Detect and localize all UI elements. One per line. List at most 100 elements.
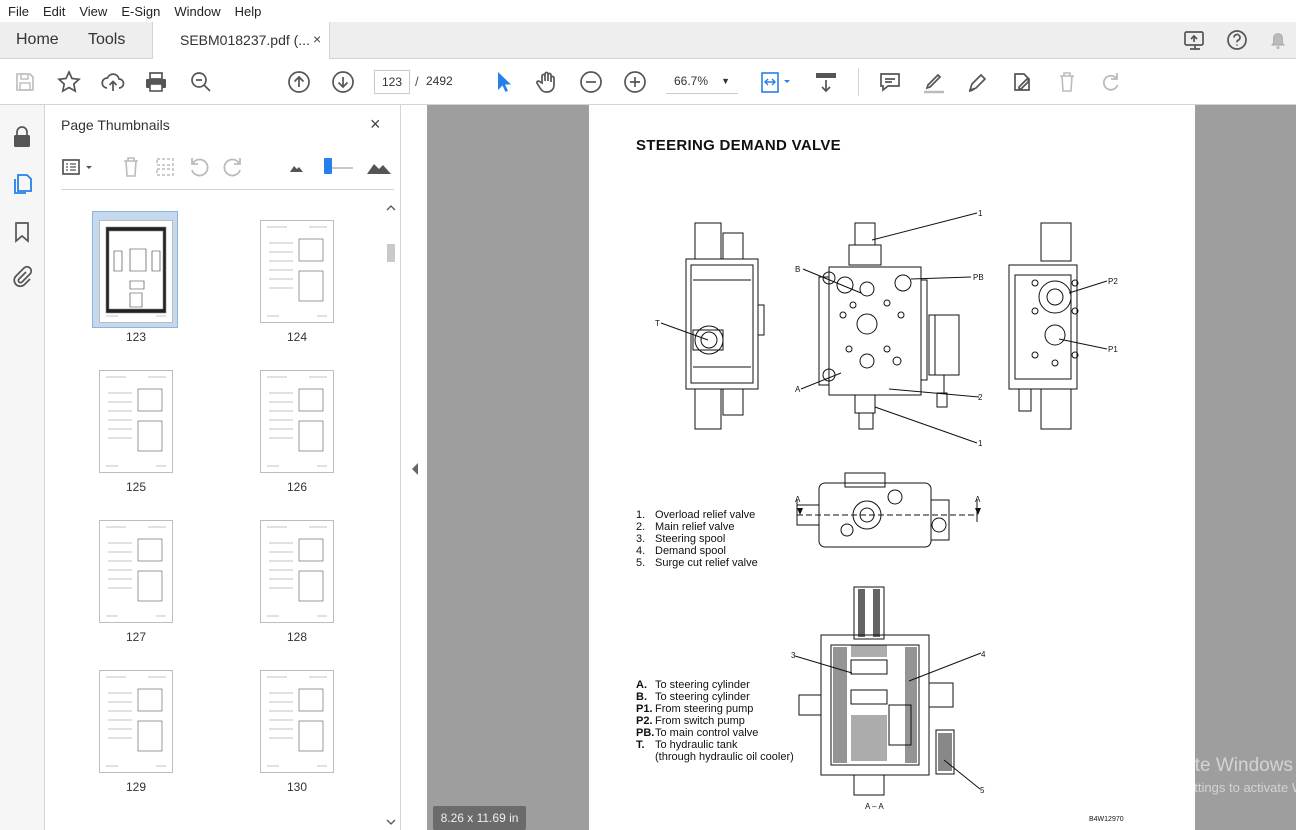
callout-pb: PB [973,273,984,282]
menu-window[interactable]: Window [174,3,221,19]
save-icon[interactable] [12,69,38,95]
zoom-out-icon[interactable] [578,69,604,95]
callout-2: 2 [978,393,983,402]
bookmark-icon[interactable] [10,220,34,244]
component-label: Surge cut relief valve [655,557,758,569]
page-thumbnail[interactable] [99,520,173,623]
help-icon[interactable] [1224,28,1250,52]
lock-icon[interactable] [10,125,34,149]
thumbnail-size-slider-thumb[interactable] [324,158,332,174]
large-thumbnails-mountain-icon[interactable] [365,155,393,179]
port-legend-row: B.To steering cylinder [636,691,794,703]
previous-page-icon[interactable] [286,69,312,95]
print-icon[interactable] [143,69,169,95]
upload-cloud-icon[interactable] [100,69,126,95]
component-legend-row: 5.Surge cut relief valve [636,557,758,569]
page-thumbnail[interactable] [260,670,334,773]
port-legend-row: PB.To main control valve [636,727,794,739]
menu-edit[interactable]: Edit [42,3,66,19]
page-separator: / [415,74,419,89]
page-thumbnail[interactable] [260,220,334,323]
tab-close-button[interactable]: × [313,31,322,47]
menu-file[interactable]: File [8,3,29,19]
scrolling-mode-icon[interactable] [813,69,839,95]
panel-close-icon[interactable]: × [370,114,381,134]
thumbnail-page-number: 128 [286,630,308,644]
section-marker-right: A [975,495,981,504]
menu-help[interactable]: Help [234,3,262,19]
zoom-search-icon[interactable] [188,69,214,95]
port-label: To main control valve [655,727,759,739]
tab-document-name: SEBM018237.pdf (... [180,32,310,48]
notifications-bell-icon[interactable] [1265,28,1291,52]
document-viewport[interactable]: STEERING DEMAND VALVE [427,105,1296,830]
component-number: 4. [636,545,646,557]
port-key: P1. [636,703,653,715]
rotate-clockwise-icon[interactable] [221,155,245,179]
port-label: From steering pump [655,703,754,715]
port-key: A. [636,679,647,691]
callout-4: 4 [981,650,986,659]
port-legend-row: P2.From switch pump [636,715,794,727]
hand-pan-icon[interactable] [534,69,560,95]
component-label: Steering spool [655,533,726,545]
tab-document[interactable]: SEBM018237.pdf (... × [152,22,330,59]
bookmark-star-icon[interactable] [56,69,82,95]
delete-trash-icon[interactable] [1054,69,1080,95]
component-label: Overload relief valve [655,509,756,521]
thumbnail-page-number: 129 [125,780,147,794]
draw-pencil-icon[interactable] [965,69,991,95]
zoom-in-icon[interactable] [622,69,648,95]
main-toolbar: 123 / 2492 66.7%▼ [0,59,1296,105]
thumbnail-options-icon[interactable] [61,155,95,179]
select-cursor-icon[interactable] [490,69,516,95]
windows-activation-subtext: Go to Settings to activate Windows. [1143,780,1296,795]
menu-view[interactable]: View [79,3,108,19]
panel-scrollbar[interactable] [384,198,398,830]
small-thumbnails-mountain-icon[interactable] [285,155,309,179]
redo-icon[interactable] [1098,69,1124,95]
section-label: A – A [865,802,884,811]
callout-3: 3 [791,651,796,660]
fill-sign-icon[interactable] [1009,69,1035,95]
extract-pages-icon[interactable] [153,155,177,179]
page-heading: STEERING DEMAND VALVE [636,137,841,154]
page-thumbnail[interactable] [260,520,334,623]
next-page-icon[interactable] [330,69,356,95]
menu-esign[interactable]: E-Sign [121,3,161,19]
page-thumbnails-icon[interactable] [10,172,34,196]
zoom-level-select[interactable]: 66.7%▼ [666,70,738,94]
thumbnail-size-slider-track[interactable] [325,167,353,169]
toolbar-divider [858,68,859,96]
callout-p1: P1 [1108,345,1118,354]
port-legend-row: A.To steering cylinder [636,679,794,691]
panel-scrollbar-thumb[interactable] [387,244,395,262]
figure-code: B4W12970 [1089,816,1124,823]
tab-tools[interactable]: Tools [88,31,126,48]
thumbnail-page-number: 127 [125,630,147,644]
delete-pages-icon[interactable] [119,155,143,179]
fit-page-icon[interactable] [757,69,795,95]
port-key: PB. [636,727,655,739]
page-thumbnail[interactable] [260,370,334,473]
callout-b: B [795,265,800,274]
thumbnail-page-number: 130 [286,780,308,794]
page-thumbnail[interactable] [99,370,173,473]
page-thumbnail[interactable] [99,670,173,773]
share-screen-icon[interactable] [1182,28,1208,52]
rotate-counterclockwise-icon[interactable] [187,155,211,179]
port-legend-row: (through hydraulic oil cooler) [636,751,794,763]
page-number-input[interactable]: 123 [374,70,410,94]
highlight-pen-icon[interactable] [921,69,947,95]
total-pages: 2492 [426,74,453,88]
panel-splitter[interactable] [401,105,427,830]
port-label: From switch pump [655,715,745,727]
port-key: B. [636,691,647,703]
comment-icon[interactable] [877,69,903,95]
collapse-panel-arrow-icon[interactable] [412,463,418,475]
attachment-paperclip-icon[interactable] [10,265,34,289]
tab-home[interactable]: Home [16,31,59,48]
page-thumbnail[interactable] [99,220,173,323]
